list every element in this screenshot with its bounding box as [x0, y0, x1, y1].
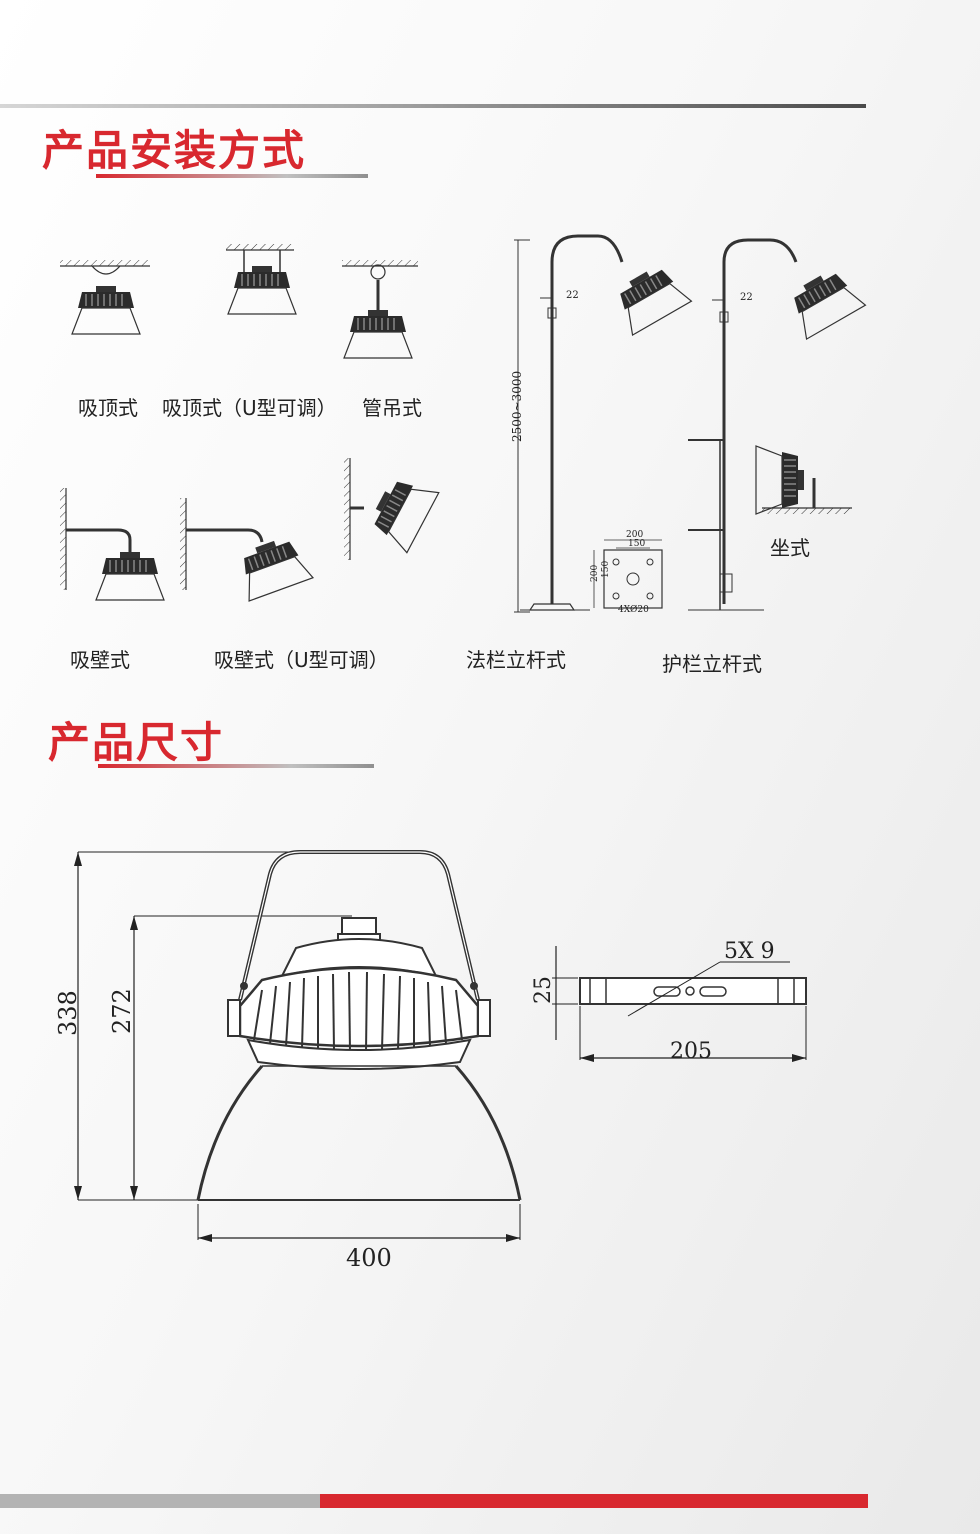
dimensions-title-underline: [98, 764, 374, 768]
label-flange-pole-mount: 法栏立杆式: [466, 648, 566, 672]
product-dimension-figure: 338 272: [54, 850, 522, 1272]
wall-mount-figure: [60, 488, 165, 601]
guard-pole-offset-dim: 22: [740, 292, 753, 303]
top-divider-bar: [0, 104, 866, 108]
wall-side-mount-figure: [344, 458, 440, 560]
seat-mount-figure: [755, 445, 852, 515]
base-holes-dim: 4XØ20: [618, 604, 649, 615]
dim-body-height: 272: [108, 988, 136, 1034]
dim-bracket-slot: 5X 9: [724, 939, 775, 964]
label-ceiling-mount: 吸顶式: [78, 396, 138, 420]
label-wall-mount: 吸壁式: [70, 648, 130, 672]
label-ceiling-u-mount: 吸顶式（U型可调）: [162, 396, 337, 420]
dim-width: 400: [346, 1244, 392, 1272]
bottom-bar-grey: [0, 1494, 320, 1508]
bottom-bar-red: [320, 1494, 868, 1508]
base-inner-dim: 150: [628, 539, 645, 549]
dimensions-section-title: 产品尺寸: [48, 718, 225, 767]
pole-height-dim: 2500~3000: [510, 371, 524, 442]
pole-offset-dim: 22: [566, 290, 579, 301]
bracket-dimension-figure: 5X 9 25 205: [531, 939, 807, 1064]
base-side-outer-dim: 200: [590, 565, 600, 582]
ceiling-mount-figure: [60, 260, 150, 335]
dim-bracket-height: 25: [531, 976, 556, 1004]
base-side-inner-dim: 150: [601, 561, 611, 578]
label-seat-mount: 坐式: [770, 536, 810, 560]
ceiling-u-mount-figure: [226, 244, 297, 315]
flange-pole-figure: 2500~3000 22 200 150 200 150 4XØ20: [510, 234, 693, 615]
label-guard-pole-mount: 护栏立杆式: [662, 652, 762, 676]
base-outer-dim: 200: [626, 530, 643, 540]
install-title-underline: [96, 174, 368, 178]
install-section-title: 产品安装方式: [42, 126, 307, 175]
dim-total-height: 338: [54, 990, 82, 1036]
wall-u-mount-figure: [180, 498, 314, 602]
label-wall-u-mount: 吸壁式（U型可调）: [214, 648, 389, 672]
label-pipe-mount: 管吊式: [362, 396, 422, 420]
guard-pole-figure: 22: [688, 238, 867, 611]
dim-bracket-length: 205: [670, 1039, 712, 1064]
pipe-mount-figure: [342, 260, 418, 359]
